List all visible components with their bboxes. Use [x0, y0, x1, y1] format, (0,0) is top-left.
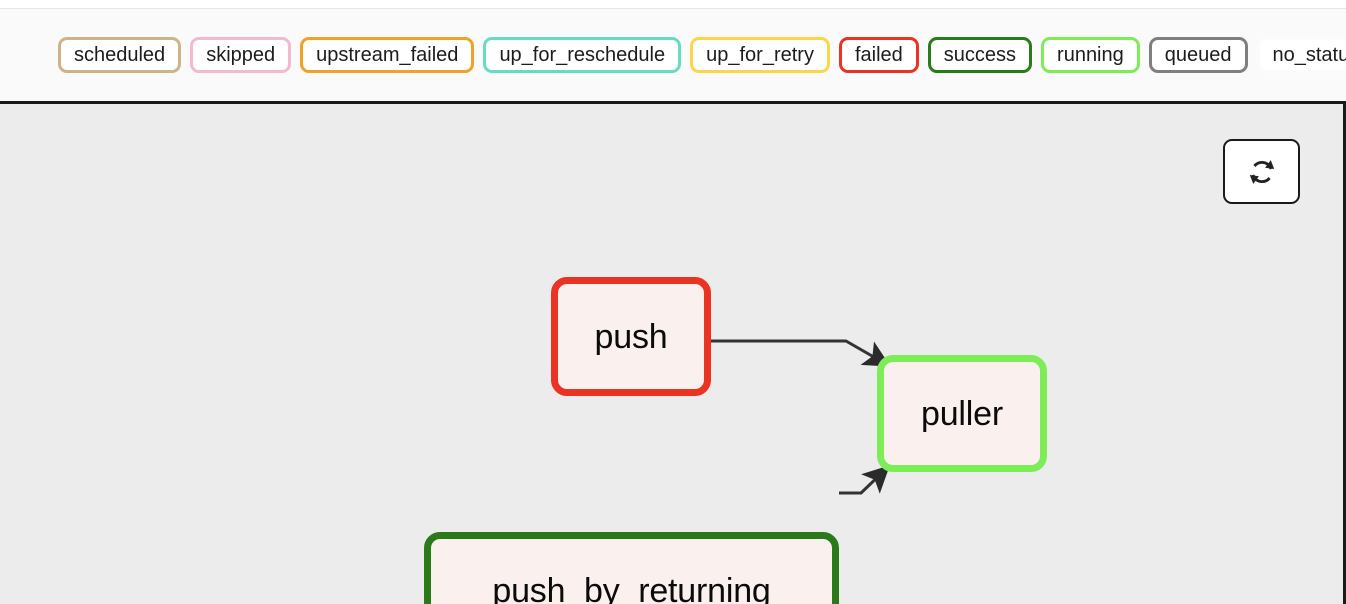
legend-pill-label: scheduled: [74, 44, 166, 66]
legend-pill-label: up_for_reschedule: [499, 44, 666, 66]
legend-pill-label: queued: [1164, 44, 1232, 66]
legend-pill-queued[interactable]: queued: [1148, 37, 1248, 73]
legend-pill-label: running: [1057, 44, 1124, 66]
legend-pill-label: failed: [854, 44, 903, 66]
legend-pill-up-for-retry[interactable]: up_for_retry: [690, 37, 830, 73]
legend-pill-label: skipped: [206, 44, 276, 66]
graph-node-label: push_by_returning: [492, 571, 771, 604]
legend-pill-label: upstream_failed: [316, 44, 459, 66]
legend-pill-label: success: [943, 44, 1017, 66]
graph-node-label: push: [594, 317, 668, 356]
legend-pill-upstream-failed[interactable]: upstream_failed: [300, 37, 475, 73]
graph-edge-push_by_returning-to-puller: [839, 465, 890, 495]
legend-pill-scheduled[interactable]: scheduled: [58, 37, 182, 73]
refresh-button[interactable]: [1223, 139, 1300, 204]
header-divider: [0, 8, 1346, 9]
legend-pill-up-for-reschedule[interactable]: up_for_reschedule: [483, 37, 682, 73]
legend-pill-no-status[interactable]: no_status: [1256, 37, 1346, 73]
graph-node-push[interactable]: push: [551, 277, 711, 396]
graph-edges-layer: [711, 339, 891, 495]
legend-pill-running[interactable]: running: [1041, 37, 1140, 73]
task-state-legend: scheduled skipped upstream_failed up_for_re…: [0, 9, 1346, 101]
graph-edge-push-to-puller: [711, 339, 891, 367]
legend-pill-label: no_status: [1272, 44, 1346, 66]
graph-node-label: puller: [921, 394, 1003, 433]
legend-pill-failed[interactable]: failed: [838, 37, 919, 73]
refresh-icon: [1245, 155, 1279, 189]
legend-pill-label: up_for_retry: [706, 44, 814, 66]
legend-pill-skipped[interactable]: skipped: [190, 37, 292, 73]
legend-pill-success[interactable]: success: [927, 37, 1033, 73]
graph-node-puller[interactable]: puller: [877, 355, 1047, 472]
graph-node-push_by_returning[interactable]: push_by_returning: [424, 532, 839, 604]
